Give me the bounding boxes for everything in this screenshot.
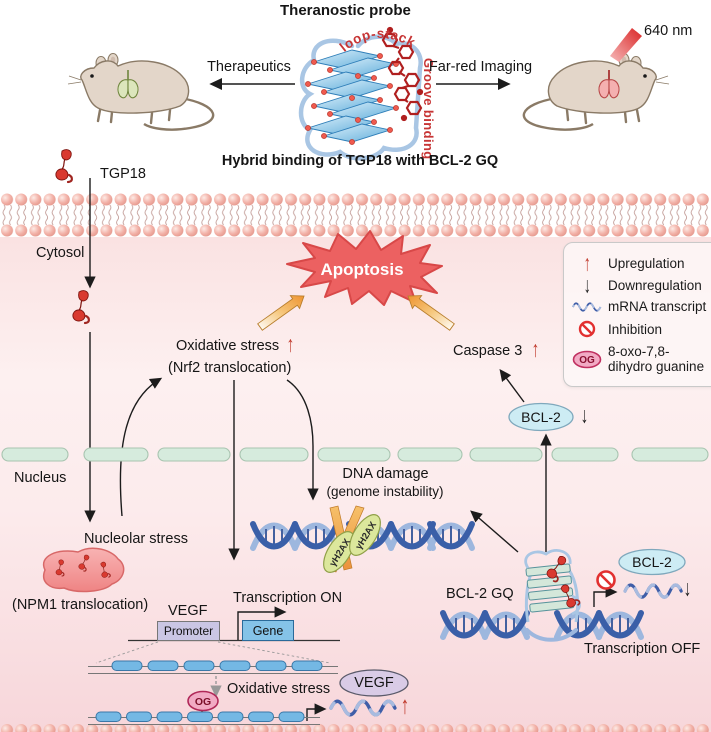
vegf-protein-label: VEGF <box>354 675 394 691</box>
apoptosis-arrow-left <box>257 295 305 331</box>
bcl2-mrna-wave <box>623 583 683 599</box>
downregulation-arrow-icon: ↓ <box>583 273 591 298</box>
oxidative-stress-promoter-label: Oxidative stress <box>227 681 331 697</box>
bcl2-protein-oval <box>508 402 574 432</box>
upregulation-arrow-icon: ↑ <box>531 336 540 362</box>
bcl2-off-label: BCL-2 <box>632 554 672 570</box>
mrna-wave-icon <box>572 301 602 313</box>
og-lesion-oval <box>187 690 219 712</box>
dna-damage-subtitle: (genome instability) <box>326 484 444 499</box>
h2ax-oval <box>349 514 381 556</box>
bcl2-protein-label: BCL-2 <box>521 409 561 425</box>
damaged-dna-helix: γH2AX γH2AX <box>253 505 472 573</box>
wavelength-label: 640 nm <box>644 23 693 39</box>
legend-box: ↑ Upregulation ↓ Downregulation mRNA tra… <box>563 242 711 388</box>
gquadruplex-probe-illustration: loop-stack Groove binding <box>298 26 436 161</box>
figure-title: Theranostic probe <box>280 2 411 19</box>
tgp18-label: TGP18 <box>100 166 146 182</box>
upregulation-arrow-icon: ↑ <box>583 251 591 276</box>
svg-text:OG: OG <box>579 355 595 366</box>
probe-molecule <box>381 26 424 122</box>
promoter-label: Promoter <box>163 624 214 638</box>
downregulation-arrow-icon: ↓ <box>580 402 589 428</box>
legend-label: Inhibition <box>608 321 663 337</box>
legend-label: Upregulation <box>608 255 685 271</box>
vegf-protein-oval <box>339 669 409 697</box>
tgp18-molecule-extracellular <box>54 148 73 184</box>
oxidative-stress-label: Oxidative stress <box>176 338 280 354</box>
far-red-beam <box>610 28 642 62</box>
imaging-label: Far-red Imaging <box>428 59 533 75</box>
upregulation-arrow-icon: ↑ <box>286 331 295 357</box>
inhibition-icon <box>596 570 616 590</box>
therapeutics-label: Therapeutics <box>207 59 291 75</box>
apoptosis-starburst <box>286 230 443 306</box>
imaging-mouse <box>522 52 671 131</box>
apoptosis-label: Apoptosis <box>320 260 404 279</box>
therapeutics-mouse <box>66 52 215 131</box>
legend-label: 8-oxo-7,8-dihydro guanine <box>608 344 705 375</box>
gene-box: Gene <box>242 620 294 641</box>
caspase3-label: Caspase 3 <box>453 343 523 359</box>
legend-label: mRNA transcript <box>608 299 707 314</box>
nuclear-membrane <box>1 447 709 462</box>
inhibition-icon <box>572 319 602 339</box>
apoptosis-arrow-right <box>407 295 455 331</box>
nucleolus <box>42 547 125 593</box>
npm1-label: (NPM1 translocation) <box>12 597 149 613</box>
dna-damage-title: DNA damage <box>342 466 429 482</box>
upregulation-arrow-icon: ↑ <box>400 692 410 720</box>
plasma-membrane <box>0 193 711 237</box>
legend-item-upregulation: ↑ Upregulation <box>572 251 711 276</box>
transcription-off-label: Transcription OFF <box>584 641 701 657</box>
legend-label: Downregulation <box>608 277 702 293</box>
gq-corner-dots <box>305 53 399 145</box>
legend-item-mrna: mRNA transcript <box>572 299 711 314</box>
bottom-membrane-edge <box>0 722 711 732</box>
nrf2-label: (Nrf2 translocation) <box>168 360 292 376</box>
legend-item-inhibition: Inhibition <box>572 319 711 339</box>
bcl2-off-oval <box>618 548 686 576</box>
figure-caption: Hybrid binding of TGP18 with BCL-2 GQ <box>221 153 499 169</box>
og-lesion-label: OG <box>195 696 211 708</box>
cytosol-label: Cytosol <box>36 245 85 261</box>
groove-binding-label: Groove binding <box>421 58 436 160</box>
nucleolar-stress-label: Nucleolar stress <box>84 531 188 547</box>
transcription-on-label: Transcription ON <box>233 590 343 606</box>
bcl2-gq-label: BCL-2 GQ <box>446 586 514 602</box>
pathway-arrows <box>84 178 618 721</box>
legend-item-og: OG 8-oxo-7,8-dihydro guanine <box>572 344 711 374</box>
downregulation-arrow-icon: ↓ <box>683 575 692 601</box>
bcl2-gq-dna <box>443 549 641 642</box>
loop-stack-label: loop-stack <box>337 26 418 55</box>
vegf-mrna-wave <box>329 699 397 717</box>
h2ax-oval <box>323 531 355 573</box>
tgp18-molecule-cytosol <box>71 289 90 325</box>
vegf-gene-title: VEGF <box>168 603 208 619</box>
nucleus-label: Nucleus <box>14 470 67 486</box>
og-badge-icon: OG <box>572 350 602 369</box>
legend-item-downregulation: ↓ Downregulation <box>572 273 711 298</box>
gene-label: Gene <box>252 623 284 638</box>
promoter-box: Promoter <box>157 621 220 641</box>
